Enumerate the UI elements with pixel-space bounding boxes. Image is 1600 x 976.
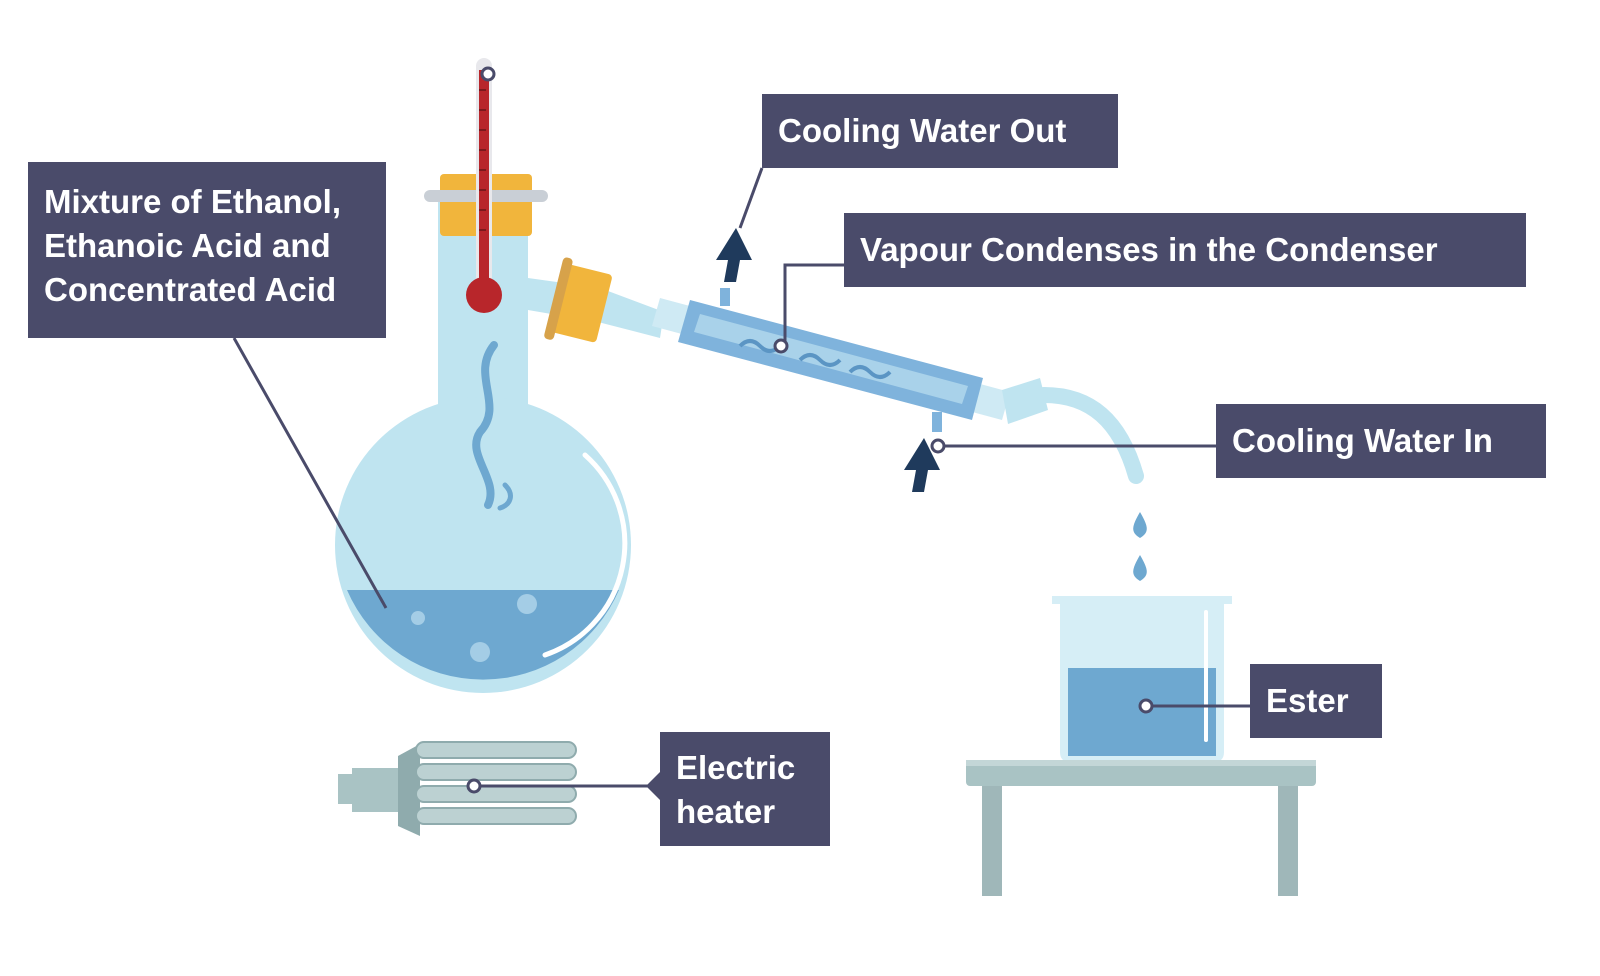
label-electric-heater-line-2: heater	[676, 793, 776, 830]
water-drop-icon	[1133, 512, 1147, 538]
label-mixture-line-1: Mixture of Ethanol,	[44, 183, 341, 220]
leader-vapour	[783, 263, 850, 346]
label-ester-text: Ester	[1266, 682, 1349, 719]
label-vapour-condenses-text: Vapour Condenses in the Condenser	[860, 231, 1438, 268]
up-arrow-icon	[904, 438, 940, 492]
up-arrow-icon	[716, 228, 752, 282]
round-bottom-flask	[335, 200, 631, 693]
label-electric-heater-line-1: Electric	[676, 749, 796, 786]
cooling-water-in-arrow	[904, 438, 940, 492]
label-cooling-water-out-text: Cooling Water Out	[778, 112, 1067, 149]
stand	[966, 760, 1316, 896]
beaker	[1052, 596, 1232, 762]
flask-highlight	[542, 452, 628, 658]
steam-icon	[472, 341, 498, 509]
condenser	[528, 257, 1144, 484]
label-cooling-water-in: Cooling Water In	[1216, 404, 1546, 478]
heater-label-pointer	[646, 772, 660, 800]
label-cooling-water-in-text: Cooling Water In	[1232, 422, 1493, 459]
leader-lines	[232, 167, 1250, 788]
label-vapour-condenses: Vapour Condenses in the Condenser	[844, 213, 1526, 287]
electric-heater	[338, 741, 577, 836]
label-electric-heater: Electric heater	[660, 732, 830, 846]
leader-mixture	[232, 337, 388, 609]
label-cooling-water-out: Cooling Water Out	[762, 94, 1118, 168]
leader-dots	[466, 66, 1154, 794]
water-drop-icon	[1133, 555, 1147, 581]
label-mixture-line-2: Ethanoic Acid and	[44, 227, 331, 264]
label-ester: Ester	[1250, 664, 1382, 738]
cooling-water-out-arrow	[716, 228, 752, 282]
label-mixture: Mixture of Ethanol, Ethanoic Acid and Co…	[28, 162, 386, 338]
leader-cooling-out	[738, 167, 764, 229]
thermometer-icon	[424, 58, 548, 313]
label-mixture-line-3: Concentrated Acid	[44, 271, 337, 308]
